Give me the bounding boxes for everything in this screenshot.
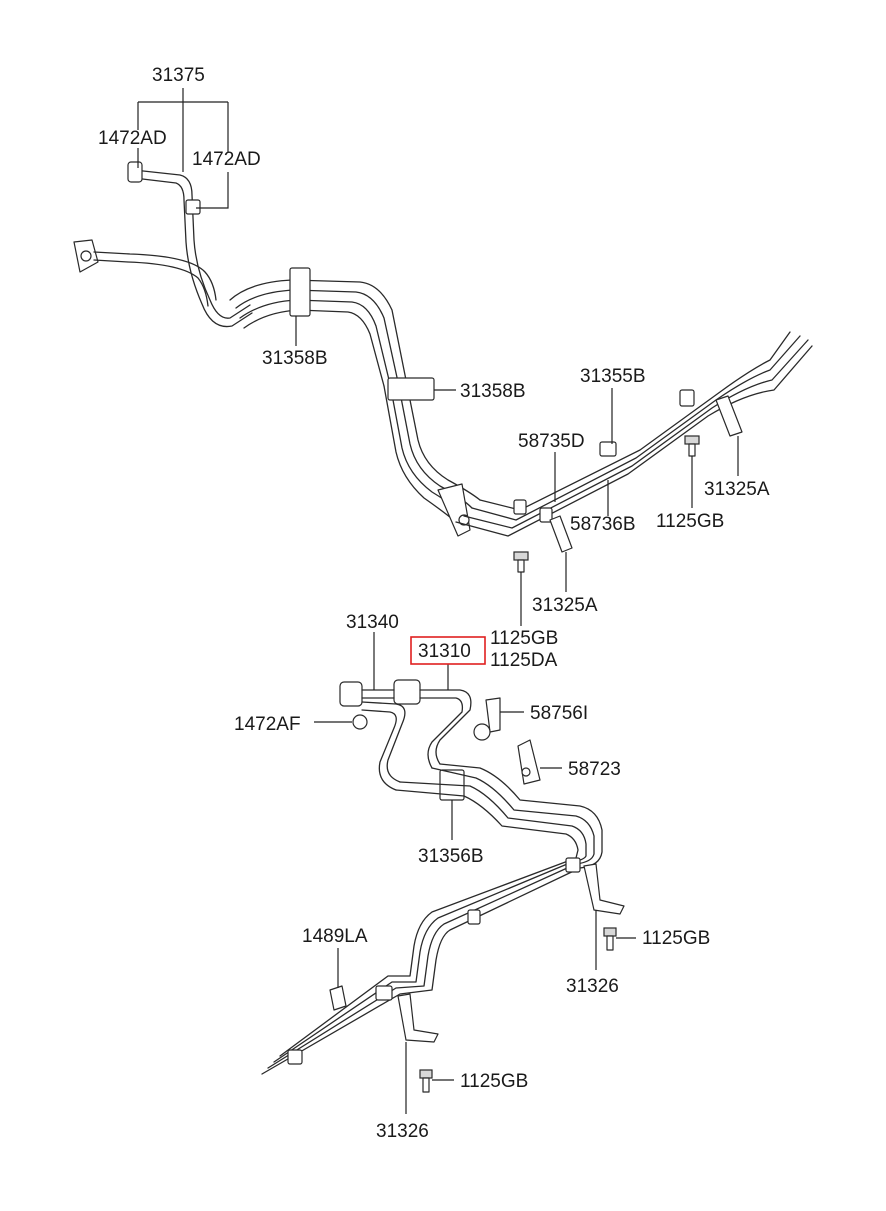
bracket-58723	[517, 739, 541, 785]
clip-mid	[565, 857, 581, 873]
bolt-1125GB-c	[603, 927, 617, 951]
bracket-junction	[437, 483, 471, 537]
label-31326-b: 31326	[376, 1121, 429, 1142]
label-1125GB-a: 1125GB	[656, 511, 724, 532]
label-58723: 58723	[568, 759, 621, 780]
clip-lower-2	[287, 1049, 303, 1065]
fitting-31310	[393, 679, 421, 705]
label-31325A-b: 31325A	[532, 595, 598, 616]
label-58735D: 58735D	[518, 431, 585, 452]
clip-31355B	[599, 441, 617, 457]
lower-fuel-line-assembly	[261, 679, 625, 1093]
clip-1472AD-a	[127, 161, 143, 183]
bolt-1125GB-d	[419, 1069, 433, 1093]
bracket-58756I	[485, 697, 501, 733]
clip-1472AD-b	[185, 199, 201, 215]
clip-31358B-a	[289, 267, 311, 317]
highlight-box-31310	[410, 636, 486, 665]
label-1125DA: 1125DA	[490, 650, 558, 671]
label-1472AD-b: 1472AD	[192, 149, 261, 170]
label-1125GB-b: 1125GB	[490, 628, 558, 649]
label-58756I: 58756I	[530, 703, 588, 724]
clip-upper-right	[679, 389, 695, 407]
label-31325A-a: 31325A	[704, 479, 770, 500]
label-58736B: 58736B	[570, 514, 636, 535]
bolt-1125GB-a	[684, 435, 700, 457]
label-31340: 31340	[346, 612, 399, 633]
label-31375: 31375	[152, 65, 205, 86]
clip-1489LA	[329, 985, 347, 1011]
clip-31358B-b	[387, 377, 435, 401]
label-1472AF: 1472AF	[234, 714, 301, 735]
label-1472AD-a: 1472AD	[98, 128, 167, 149]
label-31355B: 31355B	[580, 366, 646, 387]
label-1125GB-c: 1125GB	[642, 928, 710, 949]
leader-lines	[137, 88, 739, 1114]
label-31358B-b: 31358B	[460, 381, 526, 402]
clip-mid-2	[467, 909, 481, 925]
label-31310: 31310	[418, 641, 471, 662]
label-31358B-a: 31358B	[262, 348, 328, 369]
bracket-31326-lower	[397, 993, 439, 1043]
label-31356B: 31356B	[418, 846, 484, 867]
part-labels: 31375 1472AD 1472AD 31358B 31358B 31355B…	[98, 65, 770, 1142]
label-1489LA: 1489LA	[302, 926, 368, 947]
bracket-31325A-lower	[549, 515, 573, 553]
clip-lower	[375, 985, 393, 1001]
clamp-1472AF	[352, 714, 368, 730]
clip-58736B	[539, 507, 553, 523]
label-1125GB-d: 1125GB	[460, 1071, 528, 1092]
bracket-31325A-upper	[715, 395, 743, 437]
upper-fuel-line-assembly	[73, 161, 813, 573]
label-31326-a: 31326	[566, 976, 619, 997]
clip-58735D	[513, 499, 527, 515]
fitting-31340	[339, 681, 363, 707]
bracket-31326-upper	[583, 863, 625, 915]
bolt-1125GB-b	[513, 551, 529, 573]
